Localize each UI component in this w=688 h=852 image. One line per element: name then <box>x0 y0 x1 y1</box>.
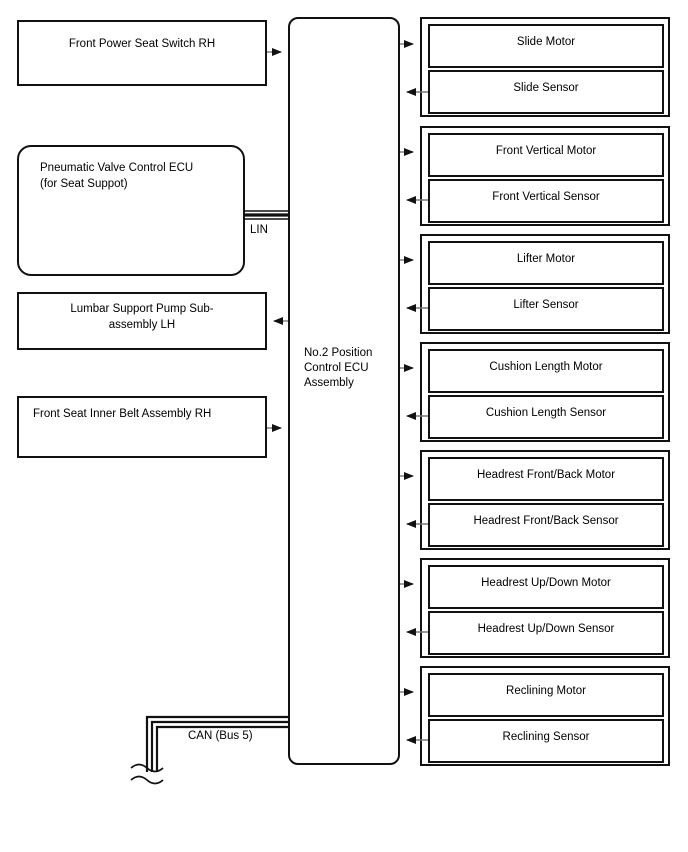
slide-motor-label: Slide Motor <box>516 36 576 48</box>
cushion-length-motor-box: Cushion Length Motor <box>428 349 664 393</box>
cushion-length-motor-label: Cushion Length Motor <box>489 361 603 373</box>
can-bus-line <box>130 715 288 785</box>
reclining-motor-label: Reclining Motor <box>506 685 586 697</box>
reclining-motor-box: Reclining Motor <box>428 673 664 717</box>
front-vertical-motor-box: Front Vertical Motor <box>428 133 664 177</box>
slide-group: Slide Motor Slide Sensor <box>420 17 670 117</box>
headrest-front-back-group: Headrest Front/Back Motor Headrest Front… <box>420 450 670 550</box>
front-vertical-sensor-box: Front Vertical Sensor <box>428 179 664 223</box>
lifter-sensor-label: Lifter Sensor <box>513 299 579 311</box>
can-bus-label: CAN (Bus 5) <box>188 730 253 742</box>
front-vertical-motor-label: Front Vertical Motor <box>495 145 597 157</box>
front-power-seat-switch-rh-label: Front Power Seat Switch RH <box>68 38 216 50</box>
lin-bus-label: LIN <box>250 224 268 236</box>
no2-position-control-ecu-assembly-label: No.2 Position Control ECU Assembly <box>304 347 373 389</box>
lifter-group: Lifter Motor Lifter Sensor <box>420 234 670 334</box>
lin-bus-line <box>245 210 288 220</box>
front-seat-inner-belt-assembly-rh-box: Front Seat Inner Belt Assembly RH <box>17 396 267 458</box>
pneumatic-valve-control-ecu-label: Pneumatic Valve Control ECU (for Seat Su… <box>40 162 194 190</box>
headrest-up-down-motor-box: Headrest Up/Down Motor <box>428 565 664 609</box>
cushion-length-sensor-box: Cushion Length Sensor <box>428 395 664 439</box>
slide-motor-box: Slide Motor <box>428 24 664 68</box>
headrest-up-down-motor-label: Headrest Up/Down Motor <box>481 577 611 589</box>
cushion-length-sensor-label: Cushion Length Sensor <box>485 407 607 419</box>
lifter-motor-label: Lifter Motor <box>516 253 576 265</box>
headrest-up-down-sensor-label: Headrest Up/Down Sensor <box>477 623 615 635</box>
front-vertical-sensor-label: Front Vertical Sensor <box>492 191 600 203</box>
headrest-front-back-motor-box: Headrest Front/Back Motor <box>428 457 664 501</box>
front-power-seat-switch-rh-box: Front Power Seat Switch RH <box>17 20 267 86</box>
lumbar-support-pump-sub-assembly-lh-box: Lumbar Support Pump Sub- assembly LH <box>17 292 267 350</box>
reclining-sensor-box: Reclining Sensor <box>428 719 664 763</box>
front-vertical-group: Front Vertical Motor Front Vertical Sens… <box>420 126 670 226</box>
front-seat-inner-belt-assembly-rh-label: Front Seat Inner Belt Assembly RH <box>33 408 212 420</box>
headrest-front-back-sensor-label: Headrest Front/Back Sensor <box>473 515 619 527</box>
headrest-front-back-motor-label: Headrest Front/Back Motor <box>476 469 616 481</box>
no2-position-control-ecu-assembly-box: No.2 Position Control ECU Assembly <box>288 17 400 765</box>
reclining-group: Reclining Motor Reclining Sensor <box>420 666 670 766</box>
slide-sensor-label: Slide Sensor <box>513 82 579 94</box>
lifter-motor-box: Lifter Motor <box>428 241 664 285</box>
lumbar-support-pump-sub-assembly-lh-label: Lumbar Support Pump Sub- assembly LH <box>70 303 214 331</box>
lifter-sensor-box: Lifter Sensor <box>428 287 664 331</box>
headrest-front-back-sensor-box: Headrest Front/Back Sensor <box>428 503 664 547</box>
reclining-sensor-label: Reclining Sensor <box>502 731 590 743</box>
slide-sensor-box: Slide Sensor <box>428 70 664 114</box>
cushion-length-group: Cushion Length Motor Cushion Length Sens… <box>420 342 670 442</box>
pneumatic-valve-control-ecu-box: Pneumatic Valve Control ECU (for Seat Su… <box>17 145 245 276</box>
headrest-up-down-sensor-box: Headrest Up/Down Sensor <box>428 611 664 655</box>
headrest-up-down-group: Headrest Up/Down Motor Headrest Up/Down … <box>420 558 670 658</box>
